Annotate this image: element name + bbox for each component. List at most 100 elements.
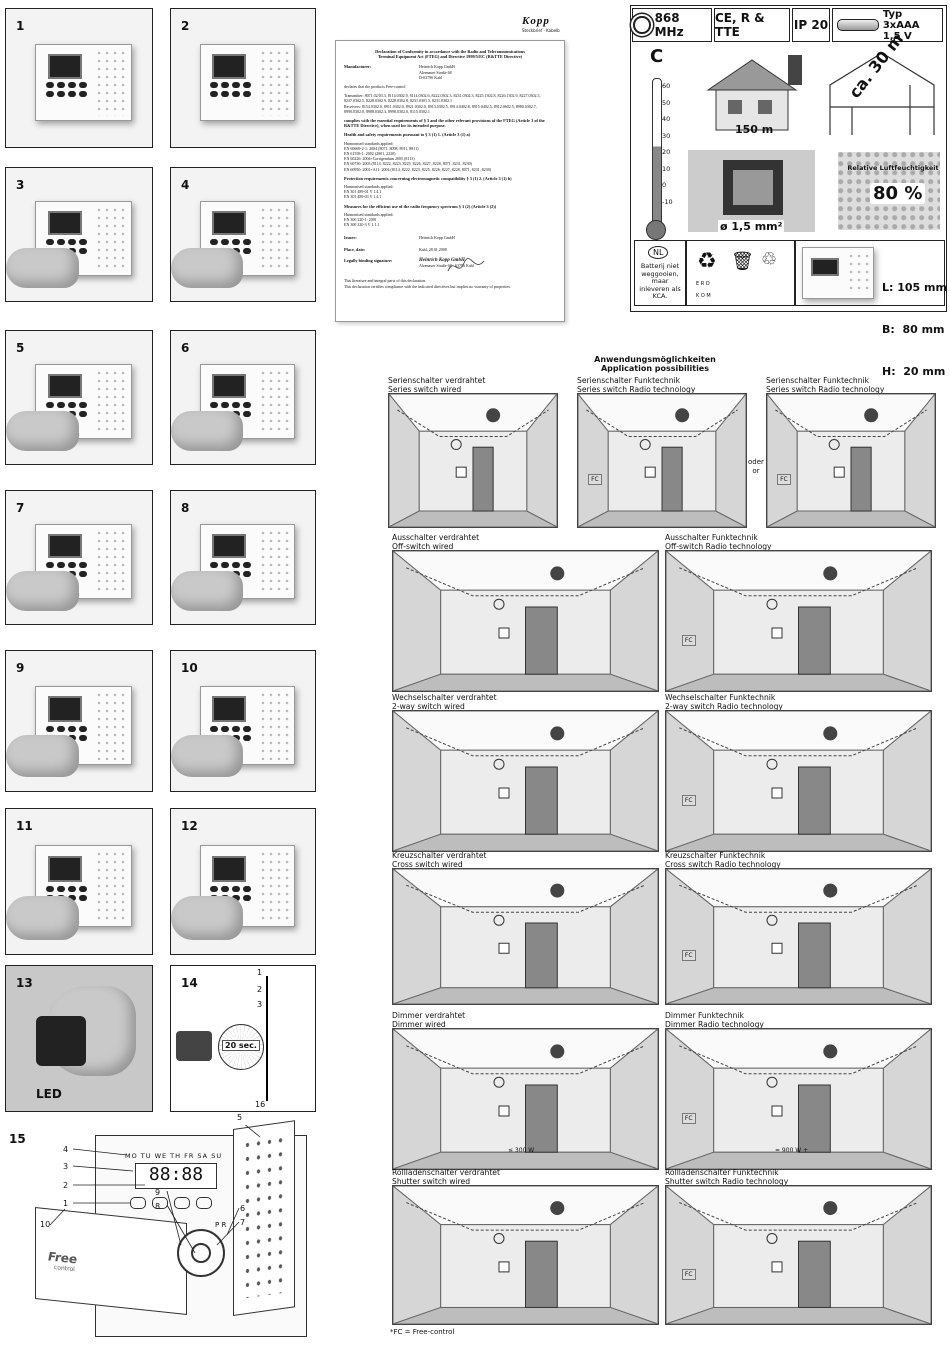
ip-badge: IP 20 [792, 8, 830, 42]
caption-en: Shutter switch Radio technology [665, 1177, 789, 1186]
caption-de: Dimmer verdrahtet [392, 1011, 466, 1020]
keypad [210, 82, 252, 98]
step-number: 10 [181, 661, 198, 675]
room-perspective [666, 711, 931, 851]
lcd-display [212, 696, 246, 722]
callout-3: 3 [63, 1162, 69, 1171]
room-perspective [666, 551, 931, 691]
dial-button [177, 1229, 225, 1277]
hand [171, 735, 243, 777]
caption-en: Off-switch wired [392, 542, 454, 551]
room-perspective [666, 869, 931, 1004]
callout-2: 2 [63, 1181, 69, 1190]
cover-texture [95, 529, 128, 595]
sequence-number-2: 2 [257, 985, 263, 994]
dimension-length: L: 105 mm [882, 281, 947, 294]
temperature-tick: 50 [662, 98, 671, 107]
caption-en: Series switch Radio technology [766, 385, 885, 394]
decl-harm1-2: EN 61558-1: 2002 (2001, 2220) [344, 151, 396, 157]
cover-texture [95, 850, 128, 922]
decl-manufacturer-label: Manufacturer: [344, 64, 372, 70]
decl-title-1: Declaration of Conformity in accordance … [375, 49, 525, 54]
caption-de: Dimmer Funktechnik [665, 1011, 744, 1020]
sequence-number-3: 3 [257, 1000, 263, 1009]
caption-en: Cross switch wired [392, 860, 463, 869]
cover-texture [258, 529, 291, 595]
callout-5: 5 [237, 1113, 243, 1122]
room-diagram [388, 393, 558, 528]
step-number: 14 [181, 976, 198, 990]
hand [6, 247, 79, 288]
room-diagram: FC [665, 1185, 932, 1325]
cover-texture [95, 691, 128, 760]
room-perspective [666, 1029, 931, 1169]
decl-harm3-heading: Harmonised standards applied: [344, 211, 394, 217]
decl-transmitters: Transmitter: 8071.02/03.3, 8114.0302.9, … [344, 93, 541, 104]
dimension-height: H: 20 mm [882, 365, 946, 378]
recycle-icon: ♻ [697, 249, 717, 274]
frequency-badge: 868 MHz [632, 8, 712, 42]
thermostat-device [35, 43, 133, 122]
decl-sign-company: Heinrich Kopp GmbH [419, 257, 465, 263]
decl-declares: declares that the products Free-control [344, 84, 406, 90]
decl-manufacturer-3: D-63796 Kahl [419, 74, 442, 80]
lcd-display [47, 211, 82, 236]
fc-device: FC [681, 950, 696, 961]
step-panel-3: 3 [5, 167, 153, 302]
step-panel-9: 9 [5, 650, 153, 792]
temperature-tick: 40 [662, 115, 671, 123]
step-panel-12: 12 [170, 808, 316, 955]
caption-en: Dimmer Radio technology [665, 1020, 764, 1029]
lcd-display [47, 855, 82, 883]
step-panel-7: 7 [5, 490, 153, 625]
decl-harm1-3: EN 60226: 2004+Corrigendum 2005 (8113) [344, 156, 415, 162]
decl-harm1-5: EN 60950: 2001+A11: 2004 (8114, 8222, 82… [344, 166, 492, 172]
battery-type: Typ 3xAAA [882, 8, 920, 31]
step-panel-5: 5 [5, 330, 153, 465]
decl-manufacturer-1: Heinrich Kopp GmbH [419, 64, 455, 70]
fc-device: FC [681, 635, 696, 646]
cover-texture [95, 369, 128, 435]
lcd-display [212, 534, 246, 559]
step-number: 3 [16, 178, 25, 192]
lcd-display [212, 374, 246, 399]
decl-emc-heading: Protection requirements concerning elect… [344, 175, 512, 181]
battery-disposal-note: Batterij niet weggooien, maar inleveren … [639, 262, 681, 300]
step-number: 7 [16, 501, 25, 515]
caption-en: Shutter switch wired [392, 1177, 471, 1186]
battery-voltage: 1,5 V [882, 30, 912, 42]
step-panel-4: 4 [170, 167, 316, 302]
indoor-range-diagram [822, 45, 942, 141]
ip-text: IP 20 [793, 18, 829, 32]
decl-title-2: Terminal Equipment Act (FTEG) and Direct… [377, 54, 523, 60]
lcd-segments: 88:88 [135, 1163, 217, 1189]
timer-label: 20 sec. [222, 1040, 260, 1051]
step-number: 4 [181, 178, 190, 192]
decl-footer-1: This literature and integral parts of th… [344, 278, 427, 284]
decl-sign-address: Alzenauer Straße 68 · 63796 Kahl [419, 263, 474, 269]
lcd-display [212, 855, 246, 883]
fc-device: FC [681, 1268, 696, 1280]
decl-harm3-1: EN 300 220-1: 2001 [344, 217, 377, 223]
step-panel-8: 8 [170, 490, 316, 625]
hand [171, 410, 243, 451]
button-row [130, 1197, 212, 1209]
or-de: oder [748, 458, 764, 466]
sequence-number-1: 1 [257, 968, 263, 977]
temperature-tick: 20 [662, 148, 671, 156]
room-perspective [767, 394, 935, 527]
step-number: 15 [9, 1132, 26, 1146]
dimmer-watt-total: = 900 W + [775, 1147, 809, 1154]
dimension-box: L: 105 mm B: 80 mm H: 20 mm [795, 240, 947, 378]
recycle-text-bottom: K O M [696, 293, 711, 299]
callout-1: 1 [63, 1199, 69, 1208]
kopp-logo-sub: Steckbrief · Kabelb [522, 28, 560, 33]
step-panel-6: 6 [170, 330, 316, 465]
fc-footnote: *FC = Free-control [390, 1328, 455, 1336]
callout-4: 4 [63, 1145, 69, 1154]
room-diagram: FC [665, 710, 932, 852]
